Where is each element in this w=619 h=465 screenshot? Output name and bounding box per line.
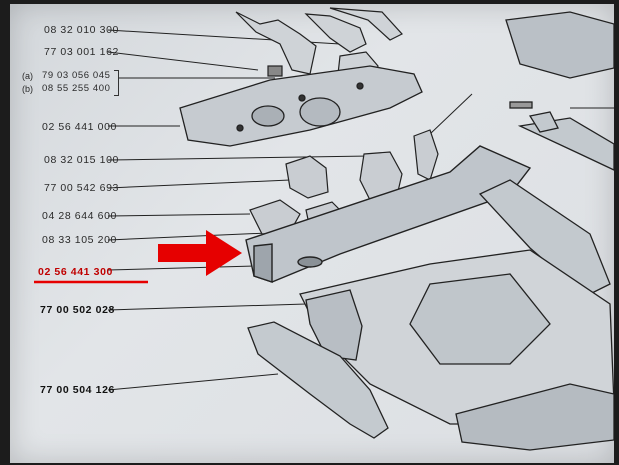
leader-line (107, 51, 259, 71)
floor-recess (409, 273, 551, 365)
leader-line (107, 155, 371, 161)
bolt-part (509, 101, 533, 109)
leader-line (107, 303, 307, 311)
part-number-label: 04 28 644 600 (42, 210, 117, 222)
part-number-label: 77 00 504 126 (40, 384, 115, 396)
leader-line (107, 265, 257, 271)
part-number-label: 08 32 010 300 (44, 24, 119, 36)
exploded-view-drawing (34, 7, 614, 451)
leader-line (107, 179, 291, 189)
engine-mount-bracket (285, 155, 329, 199)
parts-diagram-sheet: 08 32 010 300 77 03 001 162 (a) 79 03 05… (10, 4, 614, 463)
part-number-label: 08 32 015 100 (44, 154, 119, 166)
part-number-label: 02 56 441 000 (42, 121, 117, 133)
leader-line (429, 93, 473, 135)
upper-bracket (304, 13, 367, 53)
bolt-part (267, 65, 283, 77)
part-number-label: 08 55 255 400 (42, 83, 111, 94)
leader-line (107, 213, 251, 217)
part-number-label: 79 03 056 045 (42, 70, 111, 81)
lower-side-rail (247, 321, 389, 439)
cross-member-end (253, 243, 273, 283)
upper-rail (329, 7, 403, 41)
panel-hole (251, 105, 285, 127)
side-bracket (413, 129, 439, 181)
floor-bracket (305, 289, 363, 361)
highlight-arrow (158, 230, 242, 276)
rivet (236, 124, 244, 132)
cross-member-slot (297, 256, 323, 268)
variant-bracket (114, 70, 119, 96)
longitudinal-member (478, 179, 611, 297)
small-bracket (528, 111, 559, 133)
variant-prefix-b: (b) (22, 84, 33, 94)
panel-hole (299, 97, 341, 127)
part-number-label: 77 03 001 162 (44, 46, 119, 58)
upper-bracket (235, 11, 317, 75)
body-shell-section (505, 11, 614, 79)
leader-line (107, 373, 279, 391)
rivet (356, 82, 364, 90)
part-number-label: 08 33 105 200 (42, 234, 117, 246)
variant-prefix-a: (a) (22, 71, 33, 81)
leader-line (107, 231, 291, 241)
front-bumper-bar (455, 383, 614, 451)
highlighted-part-number: 02 56 441 300 (38, 266, 113, 278)
side-rail (517, 117, 614, 171)
part-number-label: 77 00 542 693 (44, 182, 119, 194)
rivet (298, 94, 306, 102)
part-number-label: 77 00 502 028 (40, 304, 115, 316)
